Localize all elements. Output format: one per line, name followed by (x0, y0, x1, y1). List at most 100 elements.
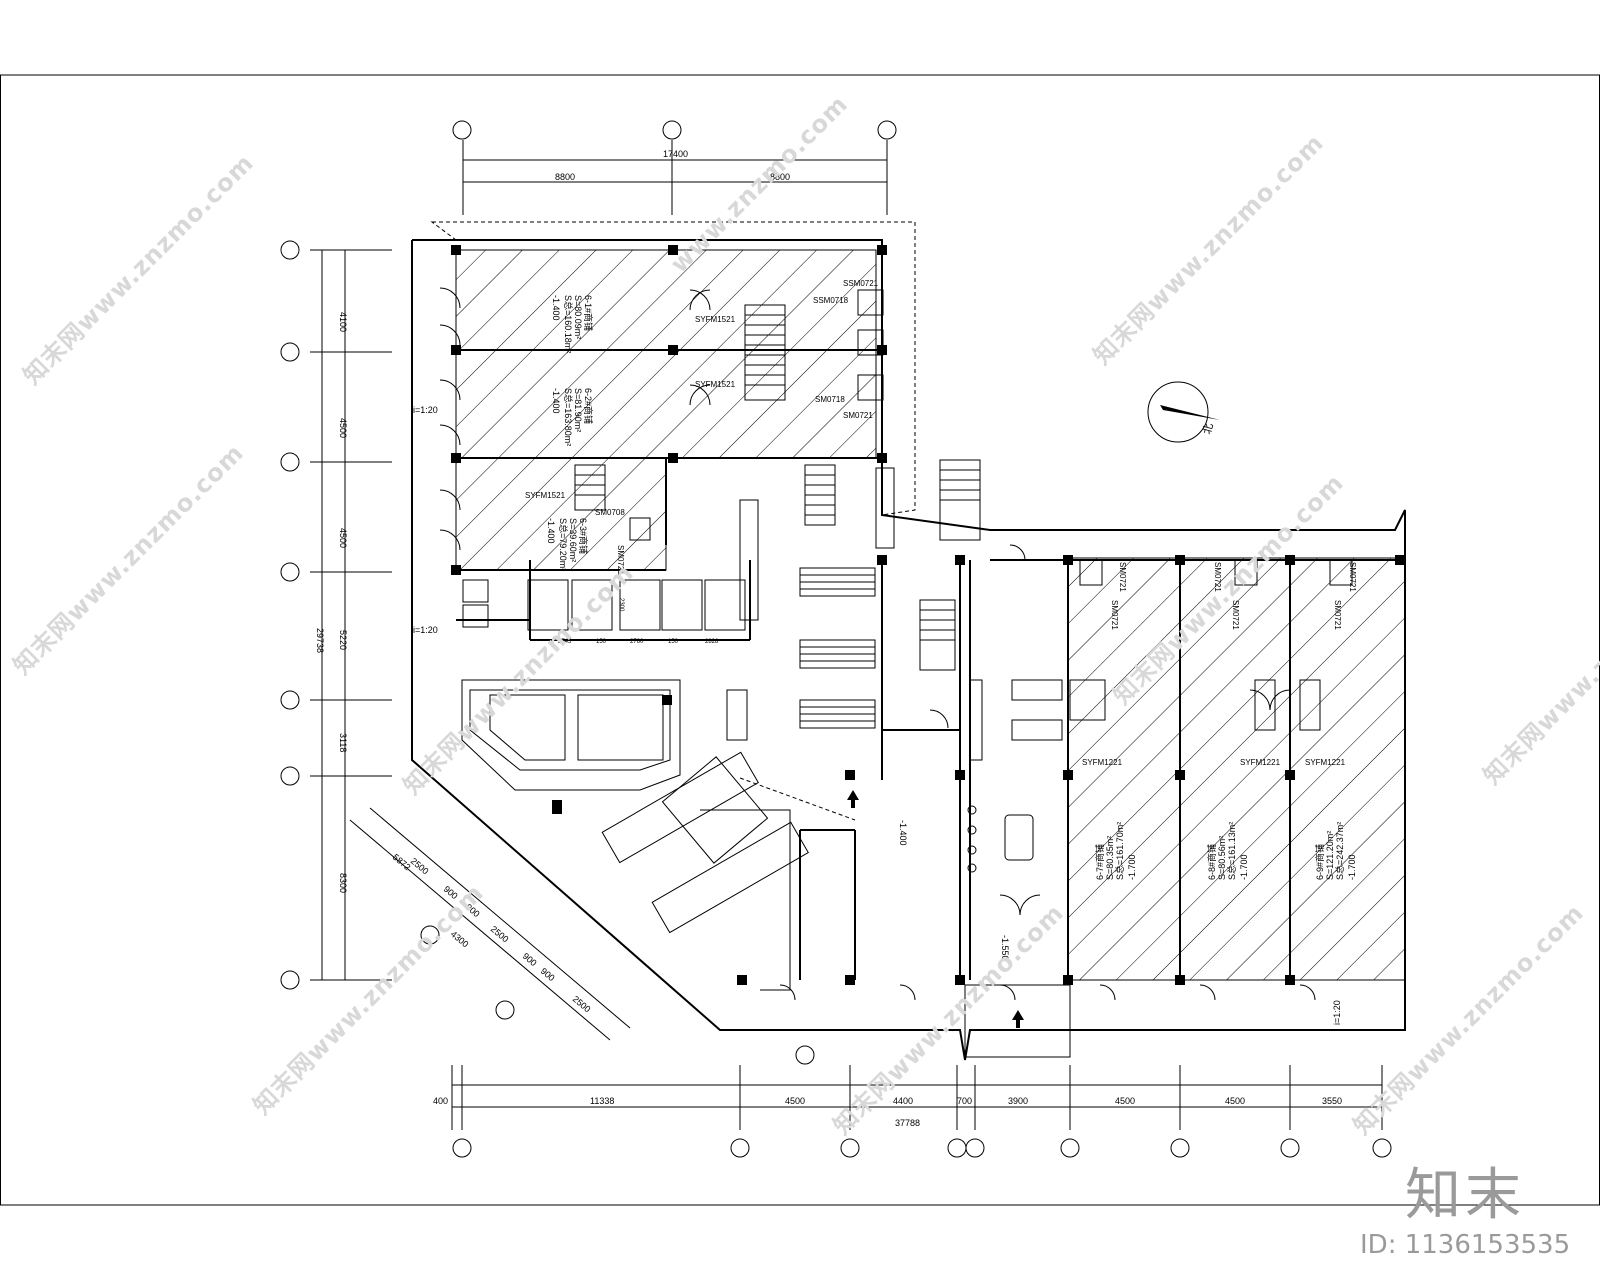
slope-label-3: i=1:20 (1332, 1000, 1342, 1025)
door-label-2: SSM0718 (813, 296, 849, 305)
axis-bubble (1372, 1138, 1392, 1158)
pool-shapes (461, 679, 681, 791)
axis-bubble (965, 1138, 985, 1158)
bottom-span-0: 400 (433, 1096, 448, 1106)
restroom-fixtures (462, 289, 1353, 741)
structural-columns (451, 245, 1405, 985)
axis-bubble (280, 970, 300, 990)
lobby-fixtures (739, 777, 1034, 873)
svg-text:S=39.60m²: S=39.60m² (568, 518, 578, 562)
svg-text:S总=242.37m²: S总=242.37m² (1334, 822, 1345, 880)
room-label-6-3: 6-3#商铺 S=39.60m² S总=79.20m² -1.400 (546, 518, 589, 571)
door-label-14: SM0721 (1213, 562, 1222, 592)
diag-span-3: 900 (464, 902, 482, 919)
shop-6-7-area (1067, 557, 1181, 981)
stairs (574, 304, 1321, 761)
axis-bubble (280, 240, 300, 260)
door-label-6: SM0721 (843, 411, 873, 420)
building-outline (411, 239, 1406, 1061)
image-id-label: ID: 1136153535 (1360, 1230, 1571, 1260)
svg-text:S=80.35m²: S=80.35m² (1105, 836, 1115, 880)
axis-bubble (280, 452, 300, 472)
svg-text:S总=161.13m²: S总=161.13m² (1226, 822, 1237, 880)
axis-bubble (280, 342, 300, 362)
lobby-arrow (847, 790, 859, 808)
bottom-total-dim: 37788 (895, 1118, 920, 1128)
svg-text:-1.700: -1.700 (1127, 854, 1137, 880)
axis-bubble (280, 766, 300, 786)
svg-text:-1.700: -1.700 (1347, 854, 1357, 880)
left-span-4: 5220 (338, 630, 348, 650)
axis-bubble (420, 925, 440, 945)
door-label-11: SYFM1221 (1240, 758, 1281, 767)
svg-text:-1.400: -1.400 (546, 518, 556, 544)
svg-text:6-3#商铺: 6-3#商铺 (578, 518, 589, 554)
svg-text:6-1#商铺: 6-1#商铺 (583, 295, 594, 331)
axis-bubble (1170, 1138, 1190, 1158)
inner-dim-3: 2760 (630, 639, 644, 645)
axis-bubble (1280, 1138, 1300, 1158)
door-label-13: SM0721 (1118, 562, 1127, 592)
bottom-span-4: 700 (957, 1096, 972, 1106)
axis-bubble (947, 1138, 967, 1158)
axis-bubble (280, 562, 300, 582)
svg-text:S总=79.20m²: S总=79.20m² (558, 518, 569, 571)
bottom-span-2: 4500 (785, 1096, 805, 1106)
left-span-3: 4500 (338, 528, 348, 548)
bottom-span-3: 4400 (893, 1096, 913, 1106)
door-swings (439, 287, 1316, 1001)
room-label-6-7: 6-7#商铺 S=80.35m² S总=161.70m² -1.700 (1094, 822, 1137, 880)
slope-label-2: i=1:20 (413, 625, 438, 635)
axis-bubble (452, 1138, 472, 1158)
inner-dim-5: 2828 (705, 639, 719, 645)
diag-span-1: 2500 (409, 856, 431, 877)
svg-text:6-2#商铺: 6-2#商铺 (583, 388, 594, 424)
entrance-ramp (964, 984, 1071, 1058)
bottom-span-1: 11338 (590, 1096, 614, 1106)
diag-span-6: 900 (539, 966, 557, 983)
inner-dim-6: 2300 (618, 598, 624, 612)
inner-dim-4: 150 (668, 639, 679, 645)
room-label-6-2: 6-2#商铺 S=81.90m² S总=163.80m² -1.400 (551, 388, 594, 446)
axis-bubble (840, 1138, 860, 1158)
axis-bubble (452, 120, 472, 140)
roof-dashed-outline (430, 221, 916, 516)
svg-text:S=81.90m²: S=81.90m² (573, 388, 583, 432)
door-label-9: SM0721 (616, 545, 625, 575)
axis-bubble (495, 1000, 515, 1020)
shop-6-8-area (1179, 557, 1291, 981)
svg-text:-1.400: -1.400 (551, 295, 561, 321)
svg-text:S=80.56m²: S=80.56m² (1217, 836, 1227, 880)
door-label-1: SSM0721 (843, 279, 879, 288)
svg-text:S=80.09m²: S=80.09m² (573, 295, 583, 339)
left-span-6: 8300 (338, 873, 348, 893)
svg-text:S总=163.80m²: S总=163.80m² (563, 388, 574, 446)
bottom-span-8: 3550 (1322, 1096, 1342, 1106)
axis-bubble (662, 120, 682, 140)
door-label-12: SYFM1221 (1305, 758, 1346, 767)
shop-6-2-area (455, 349, 877, 459)
left-dimensions (310, 249, 392, 981)
room-label-6-1: 6-1#商铺 S=80.09m² S总=160.18m² -1.400 (551, 295, 594, 353)
svg-text:S=121.20m²: S=121.20m² (1325, 831, 1335, 880)
left-total-dim: 29738 (315, 628, 325, 653)
grid-axis-bubbles (280, 120, 1392, 1158)
axis-bubble (1060, 1138, 1080, 1158)
diagonal-dimensions (349, 807, 631, 1041)
bottom-span-6: 4500 (1115, 1096, 1135, 1106)
shop-6-9-area (1289, 557, 1406, 981)
diag-total-1: 5872 (391, 852, 413, 873)
diag-span-5: 900 (521, 951, 539, 968)
svg-text:6-9#商铺: 6-9#商铺 (1314, 844, 1325, 880)
top-dimensions (462, 140, 888, 215)
door-label-8: SM0708 (595, 508, 625, 517)
diag-span-7: 2500 (571, 994, 593, 1015)
door-label-10: SYFM1221 (1082, 758, 1123, 767)
door-label-17: SM0721 (1231, 600, 1240, 630)
diag-total-2: 4300 (449, 929, 471, 950)
entrance-arrow (1012, 1010, 1024, 1028)
angled-block (601, 751, 809, 991)
shop-6-3-area (455, 457, 667, 571)
diag-span-4: 2500 (489, 924, 511, 945)
